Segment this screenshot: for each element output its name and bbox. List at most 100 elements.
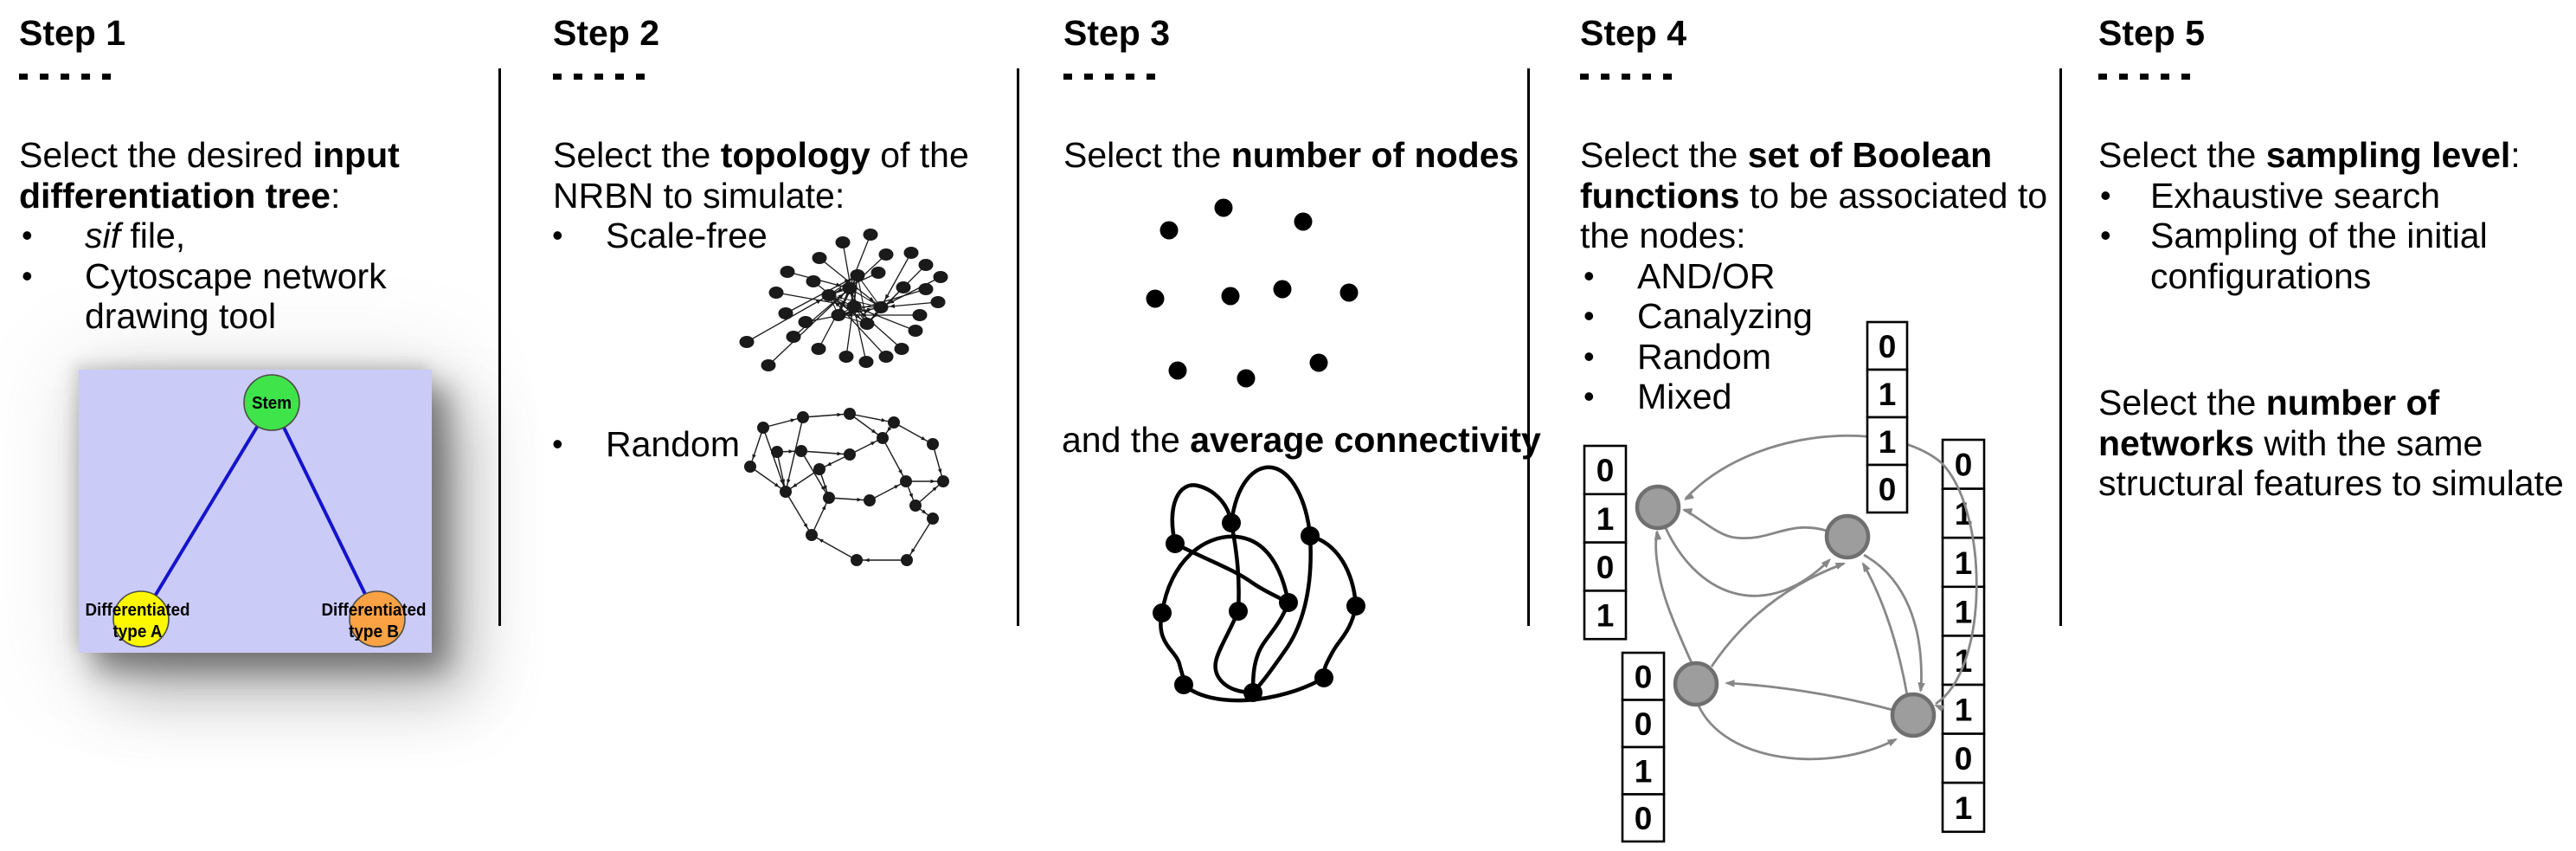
dot-node (1214, 198, 1233, 217)
text-line: differentiation tree: (19, 176, 400, 216)
boolean-edge (1696, 703, 1897, 761)
table-cell-value: 0 (1596, 453, 1615, 488)
arrowhead-icon (857, 497, 863, 502)
text-run: topology (720, 135, 870, 175)
network-node (927, 438, 939, 450)
dash (615, 74, 624, 80)
network-node (1314, 668, 1333, 687)
column-separator (2059, 68, 2062, 626)
text-run: Mixed (1637, 377, 1732, 416)
boolean-edge (1664, 527, 1830, 597)
text-line: Select the number of (2098, 383, 2564, 423)
network-edge (828, 294, 887, 358)
arrowhead-icon (898, 469, 903, 475)
table-cell-value: 0 (1879, 329, 1897, 364)
text-line: drawing tool (19, 296, 400, 337)
network-edge (857, 274, 868, 325)
dash (1063, 74, 1072, 80)
dash (2181, 74, 2190, 80)
arrowhead-icon (884, 293, 890, 300)
text-run: input (312, 135, 400, 175)
network-edge (749, 427, 764, 467)
dashed-underline (1063, 74, 1167, 80)
arrowhead-icon (1886, 738, 1898, 747)
text-line: the nodes: (1580, 216, 2047, 256)
text-line: Select the desired input (19, 135, 400, 176)
bullet-item: •Canalyzing (1580, 296, 2047, 337)
arrowhead-icon (921, 435, 927, 441)
text-run: Select the (553, 135, 721, 175)
table-cell-value: 1 (1596, 598, 1615, 634)
text-line: configurations (2098, 256, 2521, 297)
network-node (812, 252, 827, 264)
text-line: Select the number of nodes (1063, 135, 1519, 176)
text-run: functions (1580, 175, 1740, 216)
dot-node (1146, 289, 1165, 308)
text-run: structural features to simulate (2098, 463, 2564, 503)
network-node (873, 301, 889, 313)
table-cell-value: 1 (1596, 501, 1615, 537)
network-edge (849, 413, 895, 423)
table-cell-value: 0 (1879, 472, 1897, 507)
network-node (1301, 526, 1320, 545)
connectivity-network-figure (1153, 465, 1365, 703)
arrowhead-icon (894, 485, 900, 489)
network-node (1153, 603, 1172, 622)
dashed-underline (2098, 74, 2202, 80)
network-node (1229, 602, 1248, 621)
table-cell (1621, 793, 1666, 843)
text-run: to be associated to (1739, 175, 2048, 216)
network-node (903, 247, 919, 259)
arrowhead-icon (1684, 492, 1695, 500)
network-node (908, 325, 923, 337)
arrowhead-icon (837, 412, 843, 417)
dash (2140, 74, 2149, 80)
tree-node-type-b (349, 590, 406, 648)
tree-edge-stem-a (139, 401, 273, 621)
network-edge (811, 534, 858, 561)
arrowhead-icon (1725, 680, 1735, 687)
step-heading: Step 5 (2098, 13, 2206, 53)
step-heading: Step 4 (1580, 13, 1687, 53)
tree-label-type-b-1: Differentiated (322, 600, 427, 620)
network-node (863, 229, 878, 241)
network-node (798, 316, 813, 328)
bullet-icon: • (1584, 378, 1595, 414)
table-cell (1583, 444, 1628, 496)
arrowhead-icon (1821, 558, 1831, 569)
table-cell-value: 0 (1635, 660, 1653, 695)
arrowhead-icon (752, 454, 756, 460)
network-node (844, 408, 856, 420)
arrowhead-icon (847, 313, 852, 318)
dash (61, 74, 69, 80)
text-run: Select the desired (19, 135, 313, 175)
text-run: Sampling of the initial (2150, 216, 2488, 255)
text-run: and the (1062, 420, 1191, 460)
dot-node (1309, 353, 1328, 372)
dash (1642, 74, 1651, 80)
arrowhead-icon (862, 309, 868, 314)
text-run: AND/OR (1637, 255, 1776, 296)
network-node (813, 463, 825, 475)
bullet-item: •Random (552, 424, 740, 465)
text-run: Scale-free (606, 216, 768, 255)
text-run: set of Boolean (1747, 135, 1993, 175)
network-node (821, 289, 837, 301)
table-cell-value: 1 (1955, 545, 1973, 581)
boolean-edge (1726, 681, 1893, 712)
bullet-item: •Scale-free (552, 216, 969, 256)
table-cell-value: 0 (1955, 741, 1973, 777)
text-run: Select the (1580, 135, 1748, 175)
scale-free-network-figure (739, 229, 948, 371)
arrowhead-icon (1682, 508, 1693, 516)
arrowhead-icon (820, 486, 825, 492)
dash (553, 74, 562, 80)
arrowhead-icon (837, 287, 843, 292)
arrowhead-icon (932, 486, 938, 492)
network-node (858, 356, 874, 368)
boolean-node (1824, 513, 1871, 560)
network-edge (1321, 603, 1359, 680)
